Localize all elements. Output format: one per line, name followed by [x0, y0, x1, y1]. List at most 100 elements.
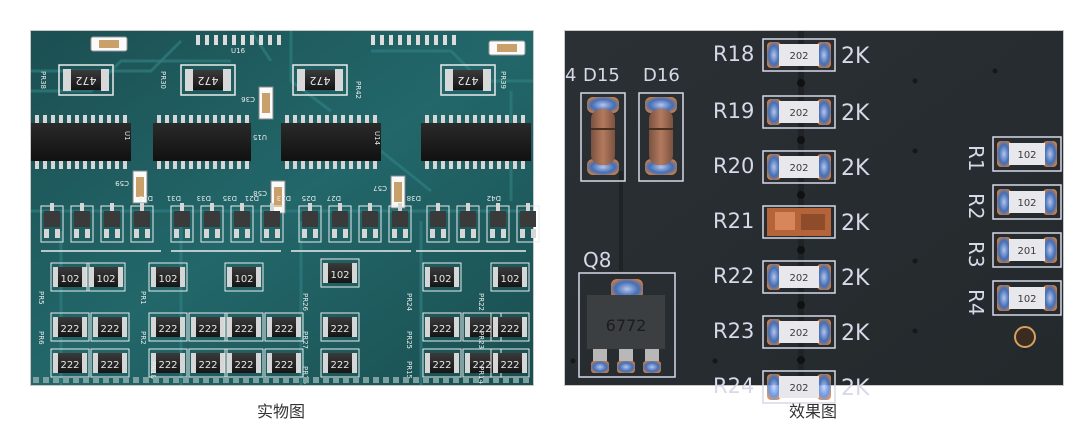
resistor-body — [430, 317, 454, 337]
resistor-body — [305, 70, 335, 90]
resistor-outline — [490, 262, 530, 292]
resistor-body — [272, 317, 296, 337]
ic-chip — [31, 123, 131, 161]
pad — [180, 317, 185, 337]
resistor-body — [779, 321, 819, 343]
pin — [250, 35, 254, 45]
ic-pin — [67, 115, 71, 125]
edge-pad — [333, 377, 339, 383]
pin — [232, 35, 236, 45]
ic-pin — [317, 115, 321, 125]
ic-pin — [157, 159, 161, 169]
resistor-outline — [224, 262, 264, 292]
ic-pin — [173, 159, 177, 169]
resistor-outline — [292, 64, 348, 96]
pcb-trace — [380, 149, 432, 193]
ic-pin — [91, 115, 95, 125]
ref-label: PR15 — [405, 361, 413, 379]
ic-pin — [497, 159, 501, 169]
pin — [241, 35, 245, 45]
via — [797, 246, 805, 254]
caption-actual: 实物图 — [256, 402, 305, 421]
edge-pad — [493, 377, 499, 383]
resistor-value: 2K — [841, 156, 870, 181]
resistor-outline — [264, 312, 304, 342]
ic-pin — [333, 115, 337, 125]
via — [797, 79, 805, 87]
ic-pin — [341, 159, 345, 169]
pad — [323, 263, 328, 283]
resistor-outline — [224, 312, 264, 342]
ic-pin — [425, 115, 429, 125]
resistor-code: 102 — [158, 274, 177, 285]
pad — [425, 267, 430, 287]
edge-pad — [143, 377, 149, 383]
resistor-code: 222 — [158, 324, 177, 335]
transistor-body — [302, 211, 318, 227]
pad — [454, 353, 459, 373]
transistor-pin — [104, 229, 109, 238]
ic-pin — [229, 159, 233, 169]
pad — [296, 317, 301, 337]
resistor-outline — [440, 64, 496, 96]
resistor-code: 201 — [1017, 246, 1036, 257]
resistor-body — [156, 267, 180, 287]
resistor-code: 202 — [789, 108, 808, 119]
resistor-pad — [997, 141, 1011, 167]
resistor-code: 222 — [198, 324, 217, 335]
edge-pad — [383, 377, 389, 383]
pad — [82, 267, 87, 287]
ic-chip — [421, 123, 531, 161]
diode-label: D31 — [167, 194, 181, 202]
resistor-outline — [320, 312, 360, 342]
transistor-body — [430, 211, 446, 227]
transistor-pin — [430, 229, 435, 238]
ic-pin — [91, 159, 95, 169]
diode-body — [649, 109, 673, 165]
resistor-body — [430, 353, 454, 373]
capacitor — [497, 44, 517, 52]
resistor-code: 102 — [500, 274, 519, 285]
resistor-ref: R18 — [713, 42, 754, 66]
transistor-pin — [373, 229, 378, 238]
resistor-body — [58, 317, 82, 337]
ref-label: U16 — [231, 47, 246, 55]
via — [797, 356, 805, 364]
transistor-pin — [490, 229, 495, 238]
ic-pin — [513, 159, 517, 169]
pad — [118, 267, 123, 287]
resistor-code: 222 — [234, 324, 253, 335]
ic-pin — [325, 115, 329, 125]
ic-pin — [237, 159, 241, 169]
transistor-pin — [526, 203, 530, 211]
ic-pin — [189, 115, 193, 125]
resistor-code: 102 — [96, 274, 115, 285]
resistor-body — [196, 353, 220, 373]
pad — [296, 353, 301, 373]
ic-pin — [317, 159, 321, 169]
ic-pin — [301, 115, 305, 125]
resistor-patch — [775, 212, 795, 230]
diode-label: D15 — [583, 65, 620, 86]
resistor-outline — [490, 348, 530, 378]
pad — [493, 353, 498, 373]
resistor-outline — [762, 370, 836, 404]
ic-pin — [285, 159, 289, 169]
transistor-body — [74, 211, 90, 227]
transistor-pin — [593, 349, 607, 361]
ic-pin — [115, 159, 119, 169]
ref-label: PR22 — [477, 293, 485, 311]
transistor-tab-pad — [611, 279, 643, 299]
pin — [398, 35, 402, 45]
pad — [191, 353, 196, 373]
resistor-body — [779, 101, 819, 123]
resistor-code: 202 — [789, 273, 808, 284]
transistor-body — [392, 211, 408, 227]
pin — [259, 35, 263, 45]
resistor-body — [779, 156, 819, 178]
resistor-value: 2K — [841, 376, 870, 401]
pad — [151, 353, 156, 373]
pad — [267, 317, 272, 337]
resistor-outline — [762, 38, 836, 72]
